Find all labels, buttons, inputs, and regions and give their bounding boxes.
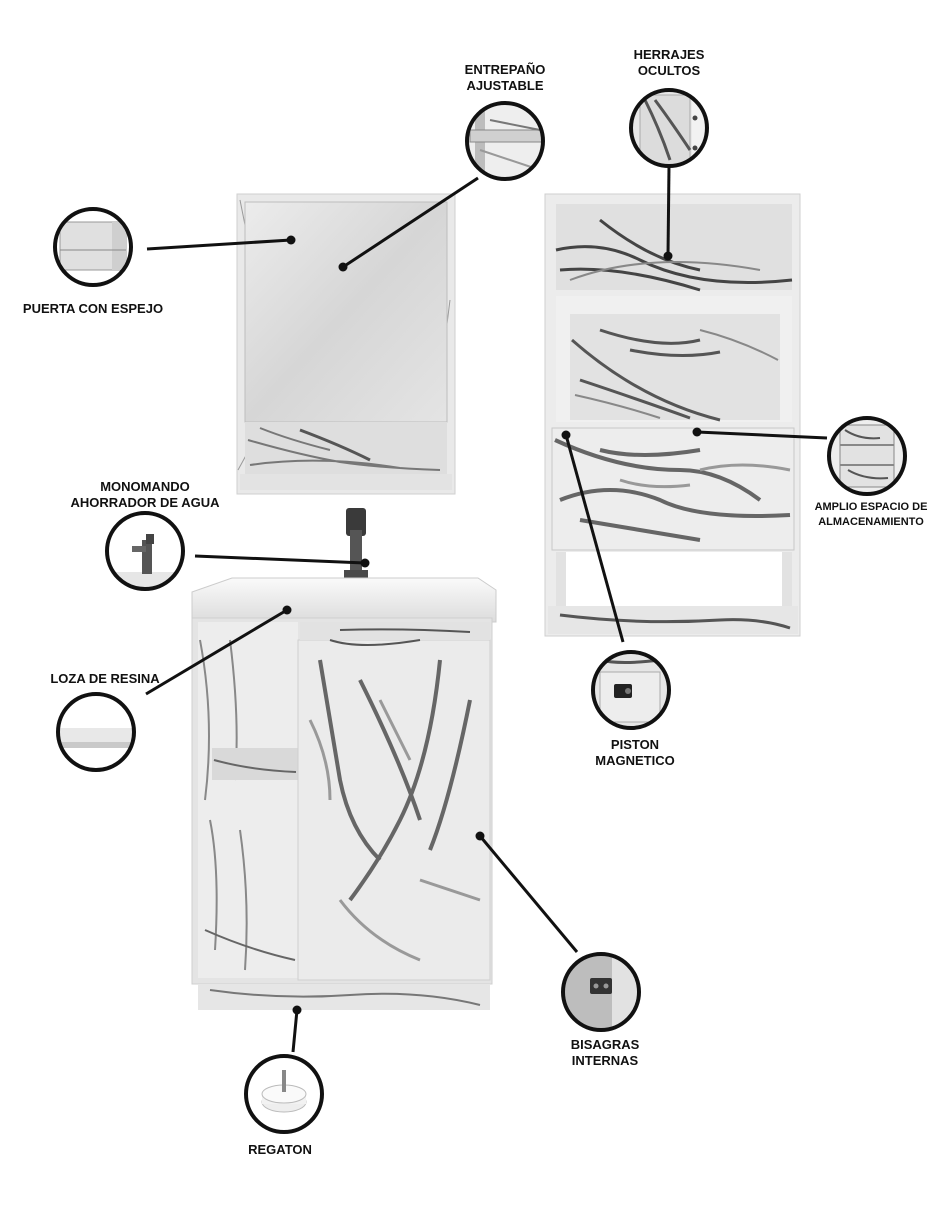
label-piston: PISTON MAGNETICO bbox=[575, 737, 695, 769]
resin-sink-detail-icon bbox=[56, 692, 136, 772]
mirror-door-detail-icon bbox=[53, 207, 133, 287]
label-herrajes-line1: HERRAJES bbox=[633, 47, 705, 62]
adjustable-shelf-detail-icon bbox=[465, 101, 545, 181]
leader-line-piston bbox=[564, 434, 625, 643]
label-amplio-line2: ALMACENAMIENTO bbox=[818, 516, 924, 528]
label-loza-text: LOZA DE RESINA bbox=[50, 671, 160, 686]
leader-lines bbox=[145, 165, 828, 1053]
label-entrepano: ENTREPAÑO AJUSTABLE bbox=[440, 62, 570, 94]
faucet-detail-icon bbox=[105, 511, 185, 591]
mirror-cabinet bbox=[236, 193, 456, 495]
label-bisagras-line1: BISAGRAS bbox=[570, 1037, 640, 1052]
label-bisagras: BISAGRAS INTERNAS bbox=[545, 1037, 665, 1069]
leader-line-entrepano bbox=[342, 176, 479, 269]
label-monomando-line2: AHORRADOR DE AGUA bbox=[70, 495, 220, 510]
label-herrajes: HERRAJES OCULTOS bbox=[604, 47, 734, 79]
label-amplio-line1: AMPLIO ESPACIO DE bbox=[814, 501, 928, 513]
internal-hinge-detail-icon bbox=[561, 952, 641, 1032]
storage-detail-icon bbox=[827, 416, 907, 496]
label-entrepano-line2: AJUSTABLE bbox=[466, 78, 544, 93]
label-piston-line2: MAGNETICO bbox=[595, 753, 675, 768]
tall-storage-cabinet bbox=[544, 193, 801, 637]
leader-line-bisagras bbox=[478, 835, 579, 953]
label-regaton-text: REGATON bbox=[248, 1142, 312, 1157]
leader-line-loza bbox=[145, 608, 288, 696]
label-bisagras-line2: INTERNAS bbox=[571, 1053, 639, 1068]
leader-line-herrajes bbox=[666, 165, 671, 257]
label-herrajes-line2: OCULTOS bbox=[637, 63, 701, 78]
vanity-cabinet bbox=[191, 508, 497, 1010]
leader-line-monomando bbox=[194, 554, 366, 565]
label-regaton: REGATON bbox=[220, 1142, 340, 1158]
faucet bbox=[346, 508, 366, 536]
label-piston-line1: PISTON bbox=[610, 737, 660, 752]
magnetic-piston-detail-icon bbox=[591, 650, 671, 730]
label-puerta-text: PUERTA CON ESPEJO bbox=[22, 301, 164, 316]
hidden-hardware-detail-icon bbox=[629, 88, 709, 168]
label-puerta: PUERTA CON ESPEJO bbox=[8, 301, 178, 317]
mirror-door bbox=[244, 201, 448, 423]
leader-line-regaton bbox=[291, 1009, 299, 1053]
label-monomando: MONOMANDO AHORRADOR DE AGUA bbox=[60, 479, 230, 511]
vanity-door bbox=[297, 639, 491, 981]
label-monomando-line1: MONOMANDO bbox=[100, 479, 190, 494]
leader-line-amplio bbox=[696, 430, 828, 440]
leveling-foot-detail-icon bbox=[244, 1054, 324, 1134]
label-entrepano-line1: ENTREPAÑO bbox=[464, 62, 546, 77]
label-loza: LOZA DE RESINA bbox=[40, 671, 170, 687]
leader-line-puerta bbox=[146, 238, 292, 251]
label-amplio: AMPLIO ESPACIO DE ALMACENAMIENTO bbox=[806, 500, 936, 530]
